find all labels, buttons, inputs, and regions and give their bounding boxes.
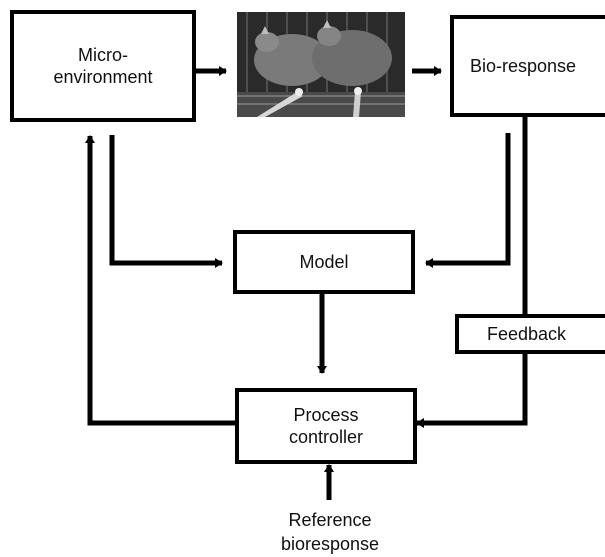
micro-environment-box: Micro- environment (10, 10, 196, 122)
process-controller-label: Process controller (288, 405, 364, 447)
process-controller-box: Process controller (235, 388, 417, 464)
micro-environment-label: Micro- environment (53, 45, 153, 87)
reference-bioresponse-label: Reference bioresponse (280, 510, 380, 554)
arrow-micro-to-model (109, 135, 223, 268)
model-label: Model (299, 252, 349, 272)
feedback-box: Feedback (455, 314, 605, 354)
bio-response-box: Bio-response (450, 15, 605, 117)
feedback-label: Feedback (487, 324, 567, 344)
model-box: Model (233, 230, 415, 294)
hens-in-cage-photo (237, 12, 405, 117)
arrow-controller-to-micro (85, 135, 235, 426)
arrow-bioresponse-to-model (425, 133, 511, 268)
photo-drawing (237, 12, 405, 117)
bio-response-label: Bio-response (470, 56, 577, 76)
arrow-feedback-to-controller (416, 354, 528, 428)
